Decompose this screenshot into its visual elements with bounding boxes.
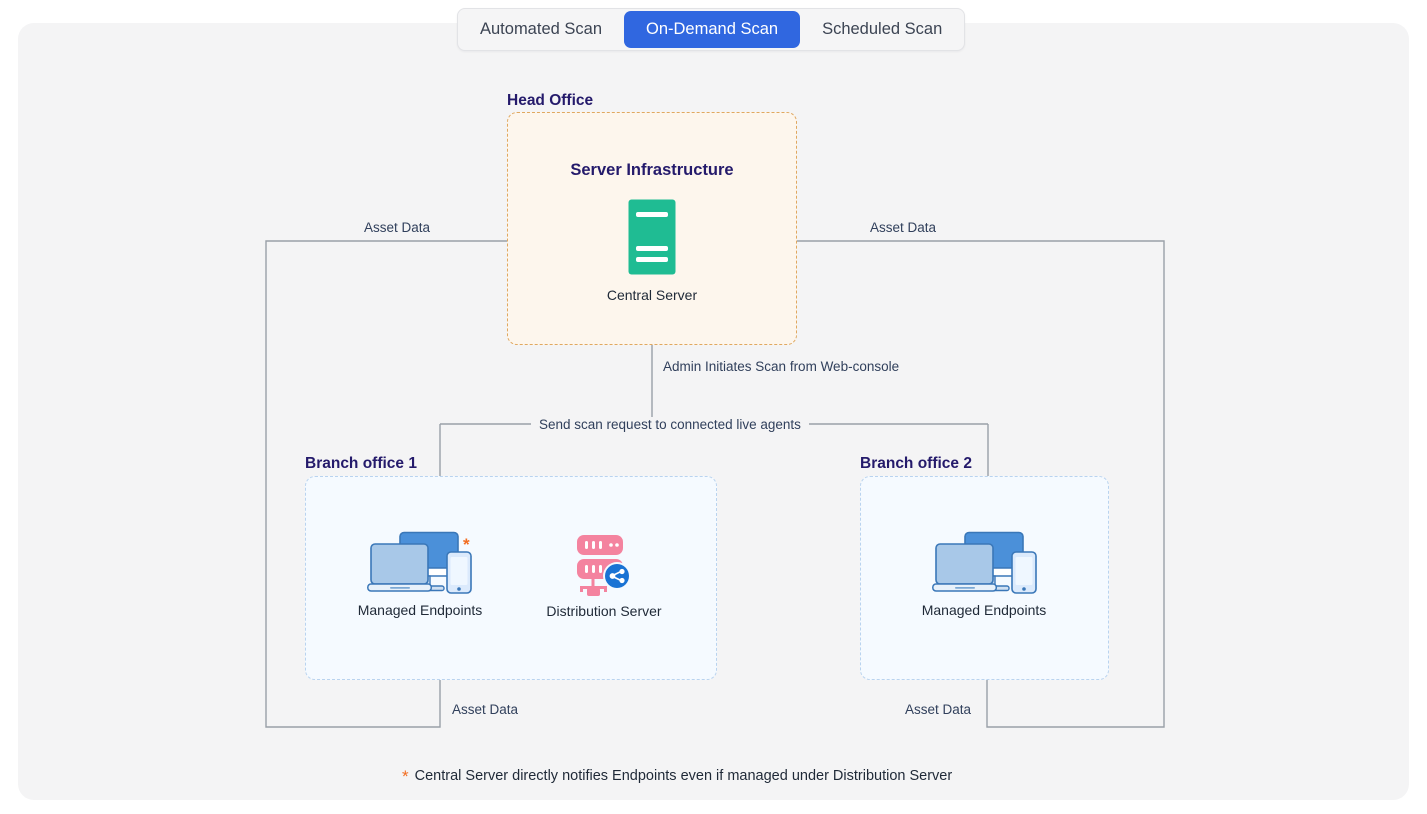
edge-label-asset-data-branch1: Asset Data <box>452 702 519 717</box>
devices-icon <box>932 530 1040 601</box>
endpoint-asterisk-marker: * <box>463 535 470 554</box>
central-server-label: Central Server <box>606 287 698 303</box>
edge-label-admin-initiates: Admin Initiates Scan from Web-console <box>663 359 900 374</box>
zone-title-head-office: Head Office <box>507 92 594 109</box>
zone-title-branch-office-2: Branch office 2 <box>860 455 972 472</box>
managed-endpoints-branch1-label: Managed Endpoints <box>357 602 483 618</box>
scan-type-tabs[interactable]: Automated Scan On-Demand Scan Scheduled … <box>457 8 966 51</box>
edge-label-asset-data-branch2: Asset Data <box>905 702 972 717</box>
edge-label-send-scan-request: Send scan request to connected live agen… <box>531 417 809 432</box>
zone-title-branch-office-1: Branch office 1 <box>305 455 417 472</box>
edge-asset-data-left <box>265 235 559 728</box>
devices-icon <box>367 530 475 601</box>
tab-automated-scan[interactable]: Automated Scan <box>458 9 624 50</box>
server-infrastructure-title: Server Infrastructure <box>570 161 734 179</box>
managed-endpoints-branch2-label: Managed Endpoints <box>921 602 1047 618</box>
edge-label-asset-data-left: Asset Data <box>364 220 431 235</box>
tab-on-demand-scan[interactable]: On-Demand Scan <box>624 11 801 48</box>
distribution-server-label: Distribution Server <box>546 603 662 619</box>
tab-scheduled-scan[interactable]: Scheduled Scan <box>800 9 964 50</box>
edge-asset-data-right <box>743 235 1165 728</box>
footnote: * Central Server directly notifies Endpo… <box>402 768 952 785</box>
footnote-asterisk-icon: * <box>402 767 409 786</box>
footnote-text: Central Server directly notifies Endpoin… <box>414 768 953 784</box>
server-rack-icon <box>628 199 676 280</box>
edge-label-asset-data-right: Asset Data <box>870 220 937 235</box>
distribution-server-icon <box>576 534 632 601</box>
